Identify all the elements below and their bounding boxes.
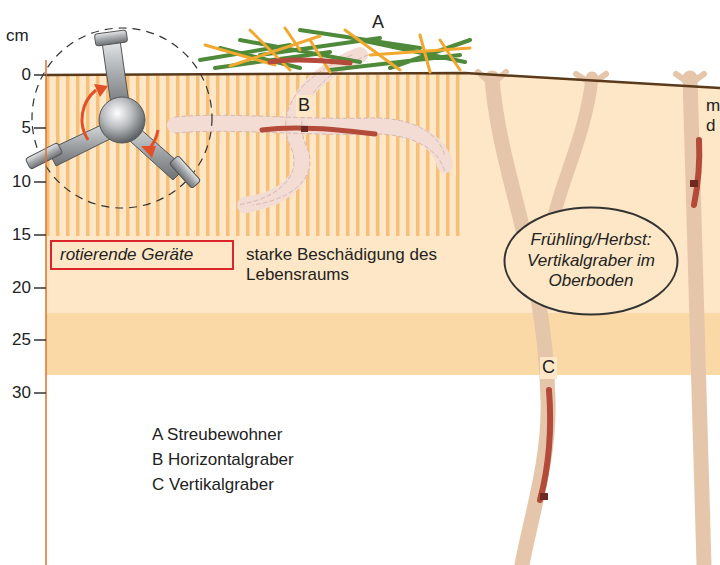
key-entry: A Streubewohner: [152, 425, 282, 445]
axis-tick-label: 20: [12, 278, 31, 298]
axis-tick-label: 0: [22, 65, 31, 85]
callout-letter: B: [296, 95, 312, 117]
clipped-text: m: [706, 96, 720, 116]
axis-unit: cm: [6, 26, 29, 46]
highlight-box: rotierende Geräte: [50, 240, 234, 270]
axis-tick-label: 30: [12, 383, 31, 403]
key-entry: B Horizontalgraber: [152, 450, 294, 470]
axis-tick-label: 15: [12, 225, 31, 245]
label: starke Beschädigung des Lebensraums: [246, 245, 451, 286]
axis-tick-label: 25: [12, 330, 31, 350]
clipped-text: d: [706, 116, 715, 136]
callout-letter: A: [372, 12, 384, 34]
callout-letter: C: [540, 357, 557, 379]
node-text: Frühling/Herbst: Vertikalgraber im Oberb…: [525, 230, 657, 291]
node-text: rotierende Geräte: [60, 245, 224, 265]
axis-tick-label: 5: [22, 118, 31, 138]
note-ellipse: Frühling/Herbst: Vertikalgraber im Oberb…: [503, 206, 679, 316]
key-entry: C Vertikalgraber: [152, 475, 274, 495]
axis-tick-label: 10: [12, 172, 31, 192]
